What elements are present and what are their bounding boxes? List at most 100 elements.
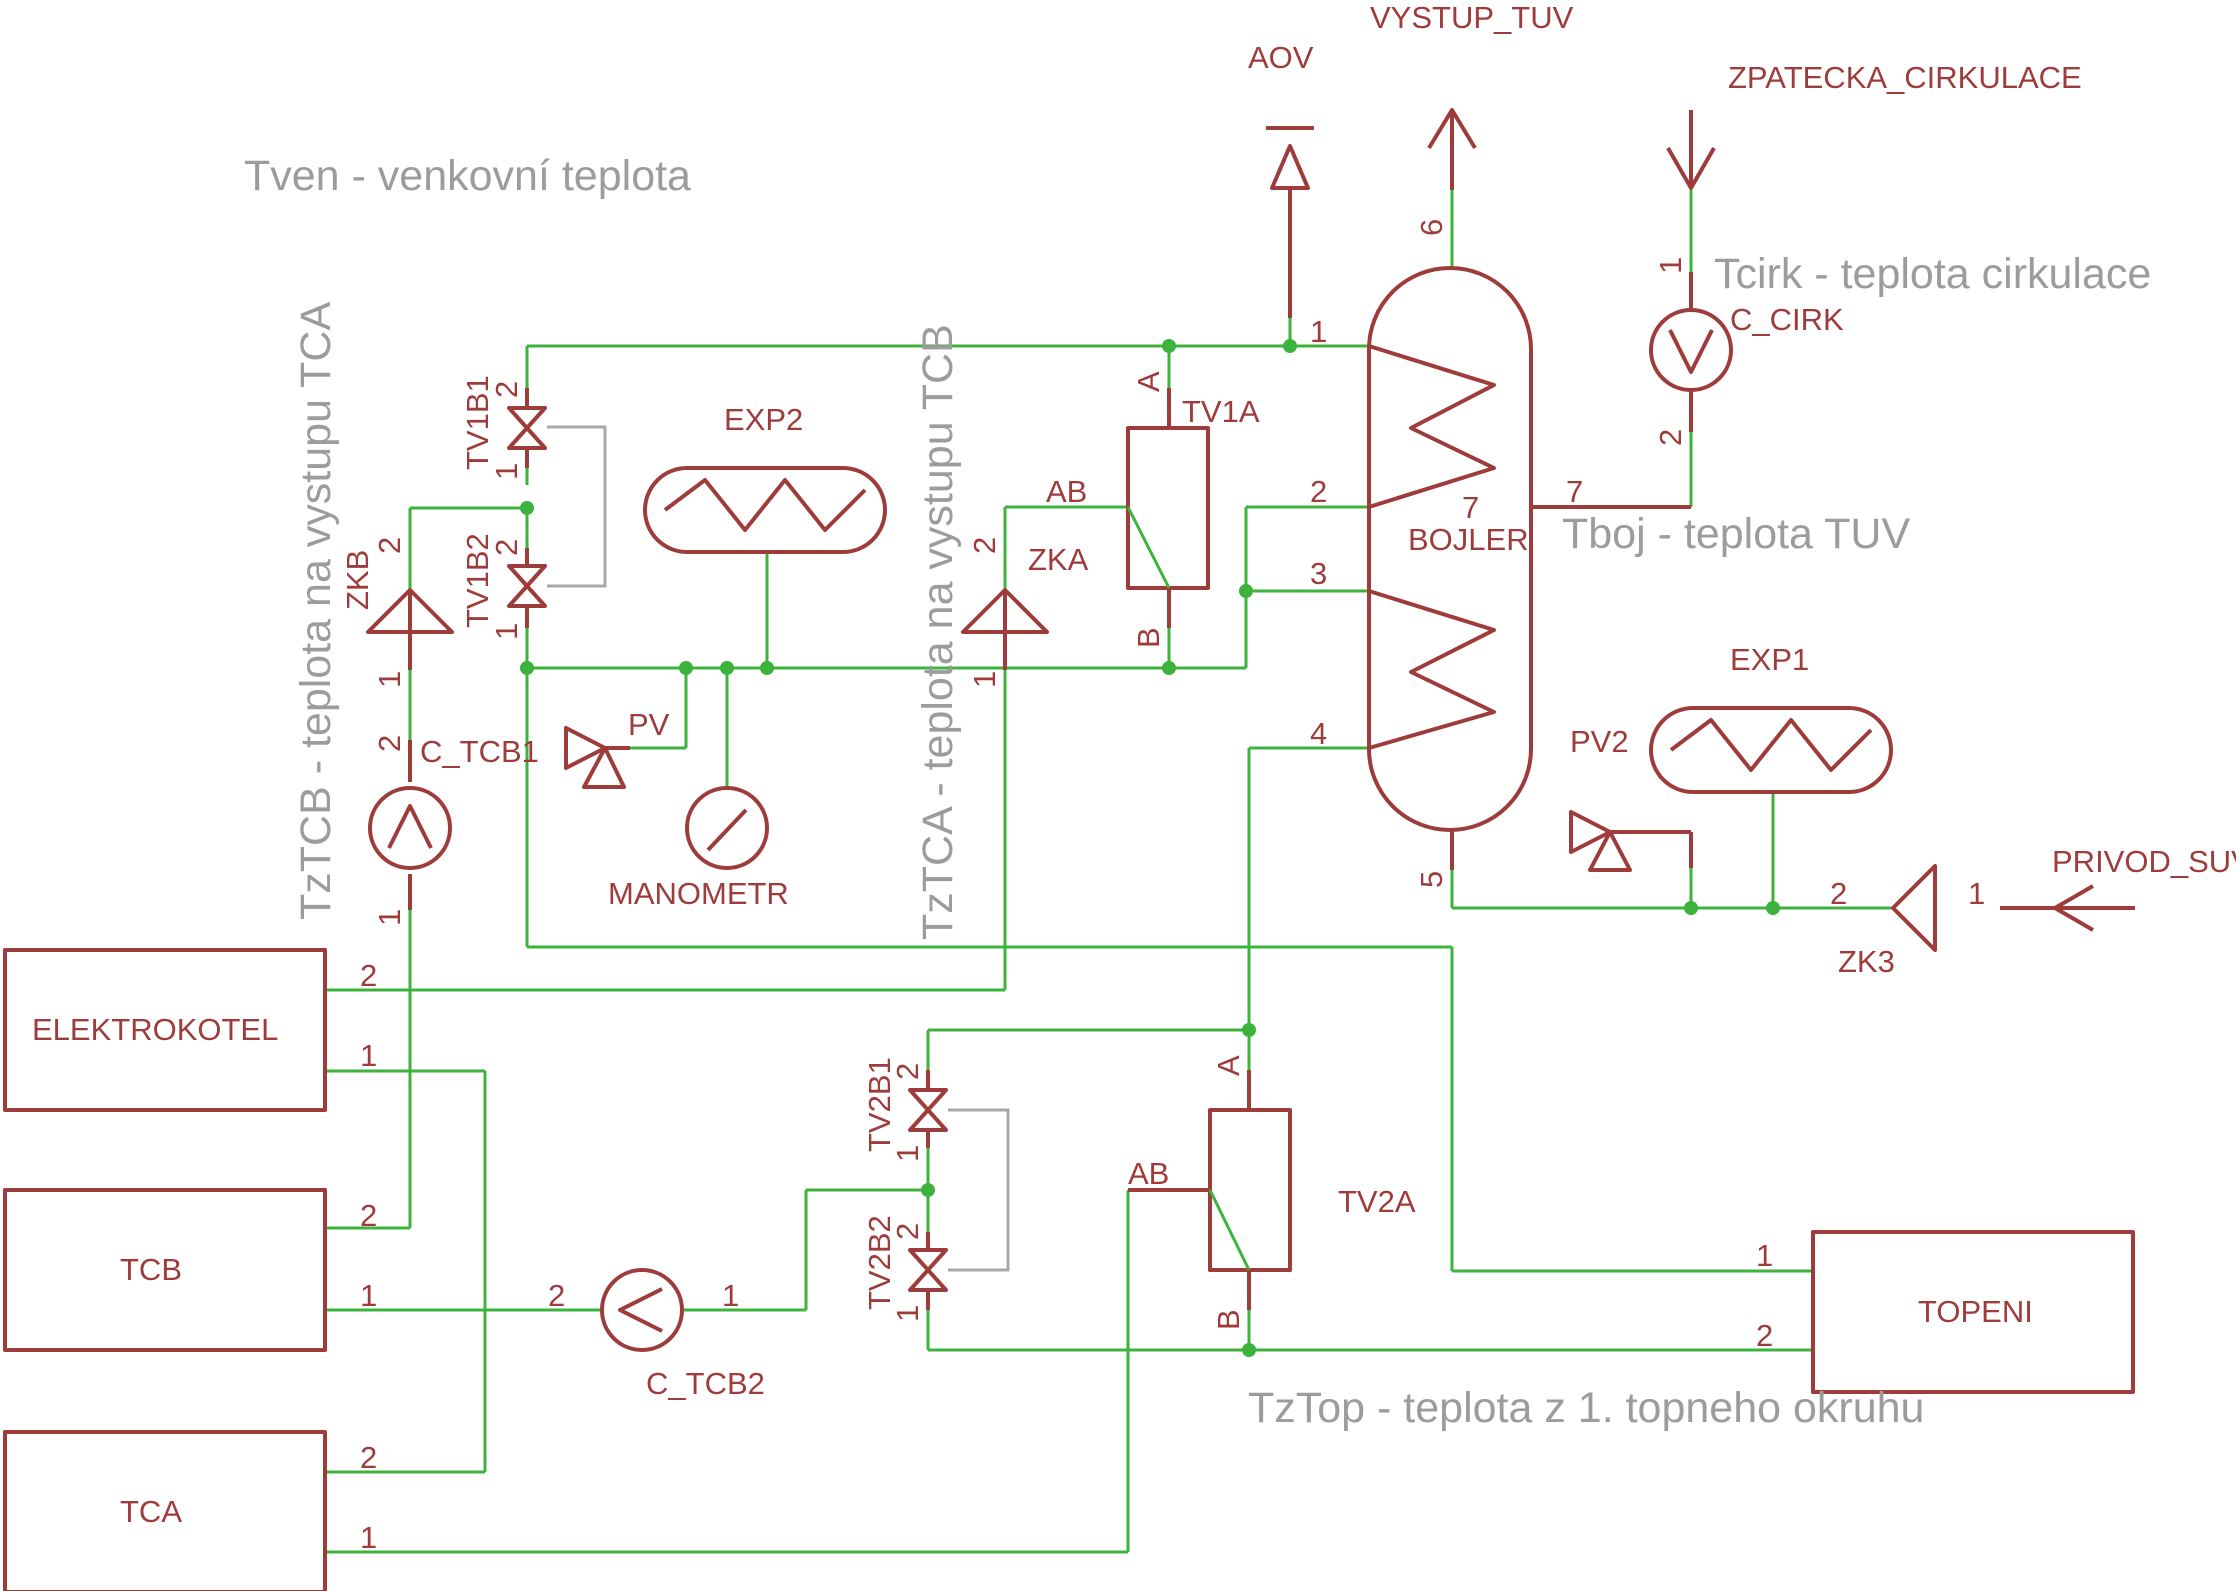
bojler-pin-5: 5 — [1414, 871, 1449, 888]
privod-suv-label: PRIVOD_SUV — [2052, 844, 2236, 879]
tv1a-label: TV1A — [1182, 394, 1260, 429]
bojler-pin-4: 4 — [1310, 716, 1327, 751]
wires — [325, 188, 1893, 1554]
zka-pin-1: 1 — [967, 671, 1002, 688]
c-tcb1-pin-1: 1 — [372, 909, 407, 926]
tv2a-label: TV2A — [1338, 1184, 1416, 1219]
aov-valve[interactable] — [1266, 126, 1314, 190]
bojler-label: BOJLER — [1408, 522, 1529, 557]
tv1b2-pin-1: 1 — [489, 623, 524, 640]
zka-label: ZKA — [1028, 542, 1089, 577]
tztcb-note: TzTCB - teplota na vystupu TCA — [292, 302, 340, 920]
tv1a-pin-ab: AB — [1046, 474, 1087, 509]
topeni-pin-1: 1 — [1756, 1238, 1773, 1273]
sensor-notes: Tven - venkovní teplota Tcirk - teplota … — [244, 152, 2151, 1432]
manometr-label: MANOMETR — [608, 876, 789, 911]
valve-links — [547, 425, 1010, 1272]
tv1a-pin-a: A — [1131, 371, 1166, 392]
aov-label: AOV — [1248, 40, 1314, 75]
pv-relief-valve[interactable] — [564, 726, 630, 789]
tv2a-pin-b: B — [1211, 1309, 1246, 1330]
pin-numbers: 1 2 3 4 7 7 6 5 1 2 A B AB 2 1 2 1 2 1 2… — [360, 219, 1985, 1555]
bojler-pin-6: 6 — [1414, 219, 1449, 236]
bojler-pin-1: 1 — [1310, 314, 1327, 349]
elektrokotel-box[interactable] — [3, 948, 327, 1112]
tcirk-note: Tcirk - teplota cirkulace — [1714, 250, 2151, 298]
tv1b2-label: TV1B2 — [460, 533, 495, 628]
tv2b1-valve[interactable] — [908, 1088, 948, 1132]
c-tcb2-pump[interactable] — [600, 1268, 684, 1352]
pv-label: PV — [628, 707, 670, 742]
topeni-box[interactable] — [1811, 1230, 2135, 1394]
elektrokotel-pin-1: 1 — [360, 1038, 377, 1073]
zkb-pin-2: 2 — [372, 537, 407, 554]
tv2a-mixing-valve[interactable] — [1208, 1108, 1292, 1272]
tv2b1-pin-2: 2 — [890, 1063, 925, 1080]
c-cirk-pump[interactable] — [1649, 308, 1733, 392]
exp1-expansion-vessel[interactable] — [1649, 706, 1893, 794]
zka-check-valve[interactable] — [961, 588, 1049, 634]
tztop-note: TzTop - teplota z 1. topneho okruhu — [1248, 1384, 1924, 1432]
zpatecka-cirkulace-arrow-icon — [1666, 110, 1716, 190]
tv1b1-pin-2: 2 — [489, 381, 524, 398]
pv2-relief-valve[interactable] — [1569, 810, 1693, 872]
tv2b2-valve[interactable] — [908, 1248, 948, 1292]
tca-label: TCA — [120, 1494, 182, 1529]
elektrokotel-label: ELEKTROKOTEL — [32, 1012, 278, 1047]
tca-pin-2: 2 — [360, 1440, 377, 1475]
tv1b2-valve[interactable] — [507, 564, 547, 608]
bojler-pin-7: 7 — [1566, 474, 1583, 509]
c-tcb1-pin-2: 2 — [372, 735, 407, 752]
zk3-check-valve[interactable] — [1891, 864, 1937, 952]
zkb-pin-1: 1 — [372, 671, 407, 688]
zka-pin-2: 2 — [967, 537, 1002, 554]
tcb-box[interactable] — [3, 1188, 327, 1352]
zkb-label: ZKB — [340, 550, 375, 610]
bojler-pin-3: 3 — [1310, 556, 1327, 591]
tca-pin-1: 1 — [360, 1520, 377, 1555]
tca-box[interactable] — [3, 1430, 327, 1591]
zk3-pin-2: 2 — [1830, 876, 1847, 911]
zkb-check-valve[interactable] — [366, 588, 454, 634]
tv1b1-valve[interactable] — [507, 406, 547, 450]
tv2b2-pin-1: 1 — [890, 1305, 925, 1322]
tztca-note: TzTCA - teplota na vystupu TCB — [914, 324, 962, 940]
component-labels: AOV VYSTUP_TUV ZPATECKA_CIRKULACE C_CIRK… — [32, 0, 2236, 1529]
tboj-note: Tboj - teplota TUV — [1562, 510, 1910, 558]
tv2b2-pin-2: 2 — [890, 1223, 925, 1240]
tven-note: Tven - venkovní teplota — [244, 152, 691, 200]
pv2-label: PV2 — [1570, 724, 1629, 759]
exp2-expansion-vessel[interactable] — [643, 466, 887, 554]
tcb-label: TCB — [120, 1252, 182, 1287]
zpatecka-cirkulace-label: ZPATECKA_CIRKULACE — [1728, 60, 2082, 95]
manometr-gauge[interactable] — [685, 786, 769, 870]
exp2-label: EXP2 — [724, 402, 803, 437]
tv1b2-pin-2: 2 — [489, 539, 524, 556]
tcb-pin-2: 2 — [360, 1198, 377, 1233]
vystup-tuv-arrow-icon — [1427, 108, 1477, 190]
c-cirk-label: C_CIRK — [1730, 302, 1844, 337]
tv2a-pin-a: A — [1211, 1055, 1246, 1076]
c-cirk-pin-2: 2 — [1653, 429, 1688, 446]
c-tcb2-label: C_TCB2 — [646, 1366, 765, 1401]
topeni-label: TOPENI — [1918, 1294, 2033, 1329]
c-tcb1-pump[interactable] — [368, 786, 452, 870]
tv1a-mixing-valve[interactable] — [1126, 426, 1210, 590]
tv2b2-label: TV2B2 — [862, 1215, 897, 1310]
c-tcb2-pin-2: 2 — [548, 1278, 565, 1313]
tv2a-pin-ab: AB — [1128, 1156, 1169, 1191]
tcb-pin-1: 1 — [360, 1278, 377, 1313]
vystup-tuv-label: VYSTUP_TUV — [1370, 0, 1574, 35]
bojler-pin-2: 2 — [1310, 474, 1327, 509]
junctions — [520, 339, 1780, 1357]
topeni-pin-2: 2 — [1756, 1318, 1773, 1353]
tv1a-pin-b: B — [1131, 627, 1166, 648]
exp1-label: EXP1 — [1730, 642, 1809, 677]
tv2b1-pin-1: 1 — [890, 1145, 925, 1162]
bojler-tank[interactable] — [1367, 266, 1533, 832]
tv1b1-label: TV1B1 — [460, 375, 495, 470]
c-tcb1-label: C_TCB1 — [420, 734, 539, 769]
zk3-pin-1: 1 — [1968, 876, 1985, 911]
privod-suv-arrow-icon — [2053, 884, 2135, 932]
